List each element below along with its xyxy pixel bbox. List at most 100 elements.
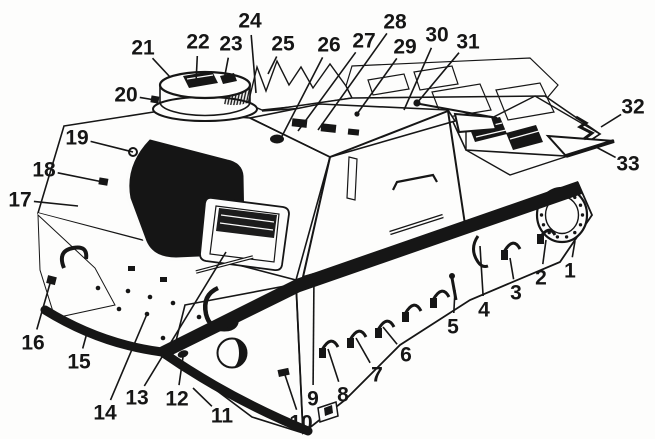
callout-24: 24 bbox=[238, 10, 262, 94]
callout-2: 2 bbox=[535, 239, 547, 290]
leader-line-25 bbox=[267, 56, 278, 75]
leader-line-24 bbox=[250, 34, 257, 94]
leader-line-2 bbox=[542, 239, 547, 265]
hull-side-tools bbox=[319, 228, 557, 358]
leader-line-9 bbox=[312, 272, 315, 386]
clamp-fitting bbox=[98, 177, 109, 186]
roof-edge-trim bbox=[419, 103, 498, 119]
leader-line-19 bbox=[90, 140, 134, 153]
ventilator-dome bbox=[270, 134, 284, 144]
hatch-bolt bbox=[578, 203, 583, 207]
callout-14: 14 bbox=[93, 313, 148, 425]
callout-16: 16 bbox=[21, 279, 52, 355]
leader-line-11 bbox=[192, 387, 213, 407]
callout-12: 12 bbox=[165, 356, 189, 411]
intake-grille bbox=[495, 82, 555, 121]
callout-1: 1 bbox=[564, 240, 576, 283]
part-number-31: 31 bbox=[456, 31, 480, 54]
callout-22: 22 bbox=[186, 31, 210, 84]
leader-line-5 bbox=[453, 289, 456, 314]
leader-line-1 bbox=[571, 240, 576, 258]
callout-15: 15 bbox=[67, 328, 91, 374]
part-number-26: 26 bbox=[317, 34, 340, 57]
cleaning-rod-core bbox=[195, 256, 254, 273]
leader-line-14 bbox=[109, 313, 148, 401]
leader-line-10 bbox=[283, 371, 298, 410]
part-number-21: 21 bbox=[131, 37, 155, 60]
glacis-corner-shade bbox=[37, 213, 116, 319]
callout-6: 6 bbox=[382, 326, 412, 367]
cupola-hatch-slit bbox=[186, 74, 214, 80]
leader-line-29 bbox=[356, 57, 398, 115]
callout-5: 5 bbox=[447, 289, 459, 339]
callout-21: 21 bbox=[131, 37, 171, 78]
part-number-2: 2 bbox=[535, 267, 547, 290]
leader-line-17 bbox=[33, 200, 79, 207]
hatch-bolt bbox=[573, 230, 577, 235]
part-number-13: 13 bbox=[125, 387, 148, 410]
front-shackle bbox=[59, 245, 89, 269]
rear-louvre bbox=[506, 125, 543, 150]
side-rod-vertical bbox=[346, 156, 358, 201]
part-number-29: 29 bbox=[393, 36, 416, 59]
part-number-28: 28 bbox=[383, 11, 407, 34]
leader-line-30 bbox=[403, 47, 433, 111]
front-lower-edge bbox=[40, 305, 313, 436]
part-number-27: 27 bbox=[352, 30, 375, 53]
callout-20: 20 bbox=[114, 84, 156, 107]
part-number-23: 23 bbox=[219, 33, 242, 56]
leader-line-32 bbox=[600, 113, 622, 128]
callout-27: 27 bbox=[297, 30, 376, 132]
leader-line-22 bbox=[195, 55, 199, 84]
side-rod-core bbox=[389, 215, 444, 234]
hatch-bolt bbox=[564, 235, 569, 239]
cupola-cylinder bbox=[159, 84, 251, 117]
part-number-22: 22 bbox=[186, 31, 209, 54]
part-number-3: 3 bbox=[510, 282, 522, 305]
callout-23: 23 bbox=[219, 33, 243, 81]
hatch-bolt bbox=[580, 213, 585, 217]
roof-fitting bbox=[347, 128, 360, 136]
callout-11: 11 bbox=[192, 387, 234, 428]
roof-fitting bbox=[320, 123, 337, 133]
vehicle-art bbox=[36, 57, 615, 436]
part-number-11: 11 bbox=[211, 405, 234, 428]
corner-fitting bbox=[46, 275, 57, 286]
leader-line-21 bbox=[151, 57, 171, 78]
part-number-17: 17 bbox=[8, 189, 31, 212]
part-number-7: 7 bbox=[371, 364, 383, 387]
signal-horn bbox=[177, 350, 189, 358]
part-number-32: 32 bbox=[621, 96, 644, 119]
leader-line-6 bbox=[382, 326, 398, 345]
part-number-1: 1 bbox=[564, 260, 576, 283]
part-number-15: 15 bbox=[67, 351, 91, 374]
callout-3: 3 bbox=[509, 257, 522, 305]
leader-line-15 bbox=[81, 328, 89, 349]
callout-28: 28 bbox=[317, 11, 407, 131]
part-number-19: 19 bbox=[65, 127, 88, 150]
open-hatch-lid-inner bbox=[209, 205, 280, 263]
leader-line-27 bbox=[297, 51, 357, 132]
side-handle bbox=[392, 173, 438, 191]
hatch-bolt bbox=[539, 213, 544, 217]
part-number-10: 10 bbox=[289, 412, 312, 435]
part-number-30: 30 bbox=[425, 24, 448, 47]
roof-fitting bbox=[291, 118, 308, 128]
leader-line-16 bbox=[36, 279, 52, 330]
glacis-bolts bbox=[95, 285, 202, 341]
open-hatch-lid-dark bbox=[216, 208, 277, 238]
part-number-16: 16 bbox=[21, 332, 44, 355]
part-number-5: 5 bbox=[447, 316, 459, 339]
hatch-bolt bbox=[541, 223, 546, 227]
callout-7: 7 bbox=[355, 337, 383, 387]
hatch-bolt bbox=[555, 235, 560, 239]
cupola bbox=[150, 70, 258, 122]
part-number-9: 9 bbox=[307, 388, 319, 411]
leader-line-7 bbox=[355, 337, 371, 364]
part-number-25: 25 bbox=[271, 33, 295, 56]
callout-8: 8 bbox=[327, 348, 349, 407]
part-number-8: 8 bbox=[337, 384, 349, 407]
